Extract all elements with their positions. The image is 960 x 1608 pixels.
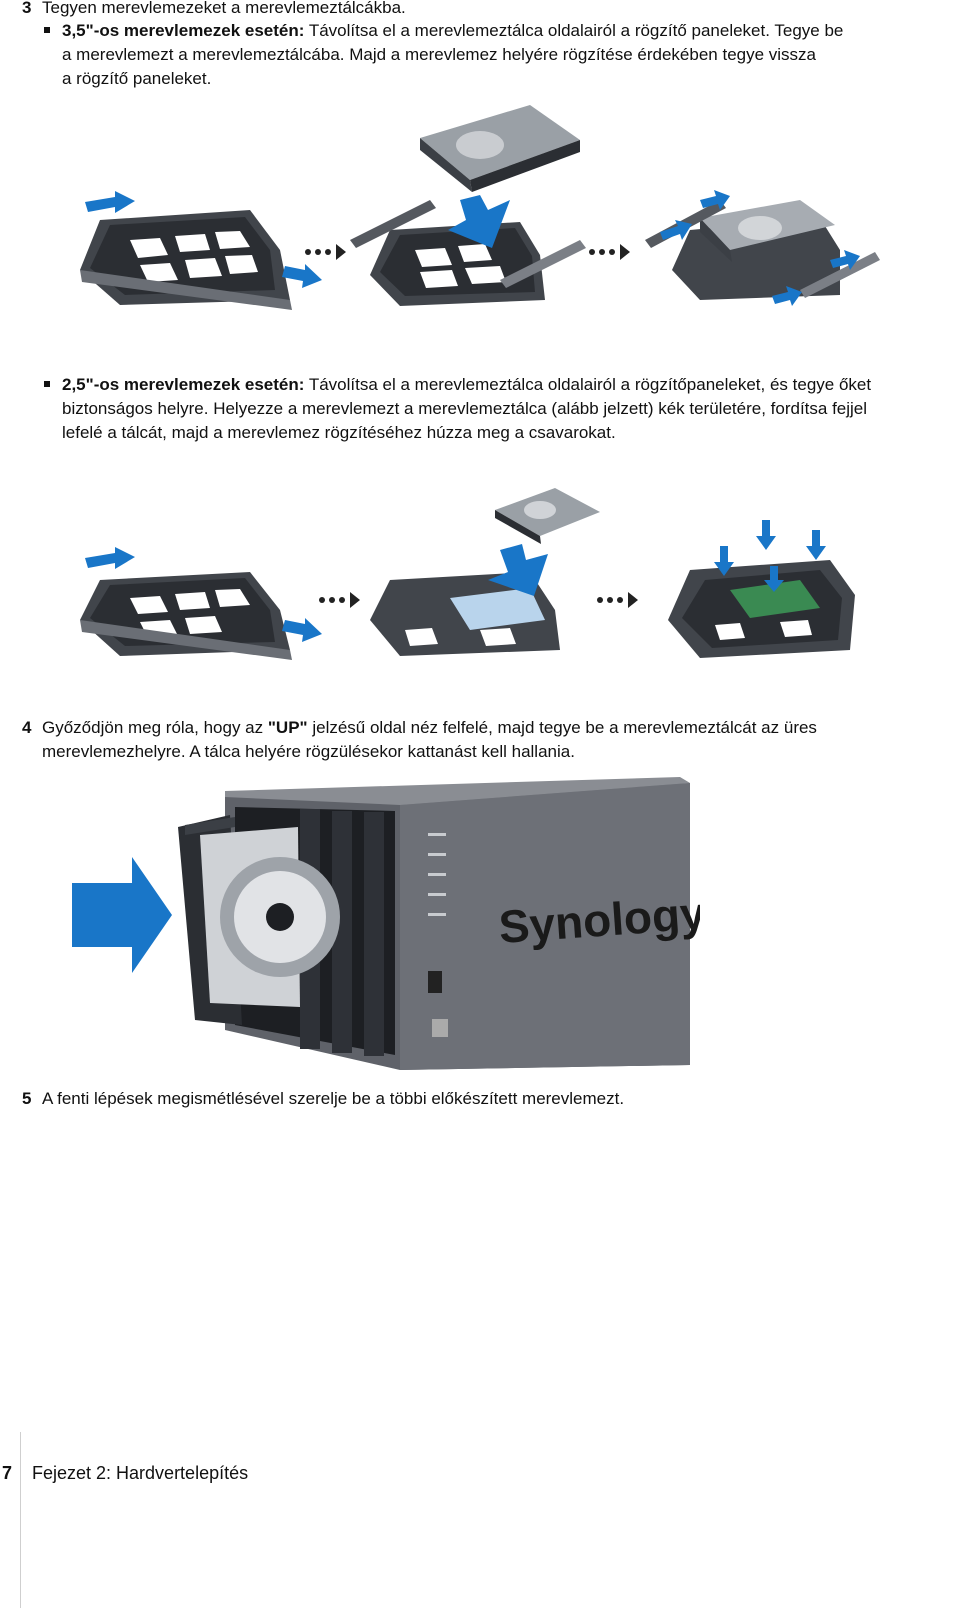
- hdd-tray-image: [645, 200, 880, 300]
- step-3-text: Tegyen merevlemezeket a merevlemeztálcák…: [42, 0, 406, 17]
- arrow-right-icon: [282, 264, 322, 288]
- step-arrow-icon: [319, 592, 360, 608]
- step-arrow-icon: [597, 592, 638, 608]
- hdd-tray-image: [178, 815, 340, 1025]
- bullet-35-line2: a merevlemezt a merevlemeztálcába. Majd …: [62, 45, 817, 64]
- step-number-5: 5: [22, 1089, 32, 1108]
- bullet-35-line1: 3,5"-os merevlemezek esetén: Távolítsa e…: [62, 19, 843, 43]
- bullet-25-line2: biztonságos helyre. Helyezze a merevleme…: [62, 399, 868, 418]
- step-number-4: 4: [22, 718, 32, 737]
- bullet-35-text1: Távolítsa el a merevlemeztálca oldalairó…: [304, 21, 844, 40]
- bullet-35-heading: 3,5"-os merevlemezek esetén:: [62, 21, 305, 40]
- arrow-left-icon: [85, 547, 135, 569]
- step-5-text: A fenti lépések megismétlésével szerelje…: [42, 1089, 625, 1108]
- bullet-25-line3: lefelé a tálcát, majd a merevlemez rögzí…: [62, 423, 616, 442]
- step-arrow-icon: [589, 244, 630, 260]
- bullet-25-text1: Távolítsa el a merevlemeztálca oldalairó…: [304, 375, 872, 394]
- hard-drive-image: [420, 105, 580, 192]
- arrow-icon: [660, 220, 692, 240]
- arrow-down-icon: [488, 544, 548, 596]
- bullet-marker: [44, 27, 50, 33]
- hard-drive-image: [495, 488, 600, 544]
- hdd-tray-image: [80, 210, 292, 310]
- page-number: 7: [2, 1463, 13, 1483]
- arrow-right-icon: [72, 857, 172, 973]
- arrow-icon: [830, 250, 860, 270]
- arrow-down-icon: [806, 530, 826, 560]
- step-arrow-icon: [305, 244, 346, 260]
- arrow-right-icon: [282, 618, 322, 642]
- figure-25-tray-install: [80, 488, 855, 660]
- step-4-text-post: jelzésű oldal néz felfelé, majd tegye be…: [307, 718, 817, 737]
- arrow-left-icon: [85, 191, 135, 213]
- arrow-down-icon: [448, 195, 510, 248]
- nas-device-image: [225, 777, 690, 1070]
- bullet-25-line1: 2,5"-os merevlemezek esetén: Távolítsa e…: [62, 373, 871, 397]
- arrow-icon: [700, 190, 730, 210]
- figure-nas-insert: Synology: [72, 777, 700, 1070]
- bullet-25-heading: 2,5"-os merevlemezek esetén:: [62, 375, 305, 394]
- arrow-icon: [772, 286, 802, 306]
- arrow-down-icon: [756, 520, 776, 550]
- chapter-title: Fejezet 2: Hardvertelepítés: [32, 1463, 249, 1483]
- step-4-line1: Győződjön meg róla, hogy az "UP" jelzésű…: [42, 716, 817, 740]
- hdd-tray-image: [80, 572, 292, 660]
- hdd-tray-image: [668, 560, 855, 658]
- step-number-3: 3: [22, 0, 32, 17]
- step-4-text-pre: Győződjön meg róla, hogy az: [42, 718, 268, 737]
- bullet-35-line3: a rögzítő paneleket.: [62, 69, 212, 88]
- bullet-marker: [44, 381, 50, 387]
- arrow-down-icon: [714, 546, 734, 576]
- up-label: "UP": [267, 718, 308, 737]
- hdd-tray-image: [350, 200, 586, 306]
- step-4-line2: merevlemezhelyre. A tálca helyére rögzül…: [42, 742, 575, 761]
- figure-35-tray-install: [80, 105, 880, 310]
- footer-divider: [20, 1432, 21, 1608]
- hdd-tray-image: [370, 572, 560, 656]
- arrow-down-icon: [764, 566, 784, 592]
